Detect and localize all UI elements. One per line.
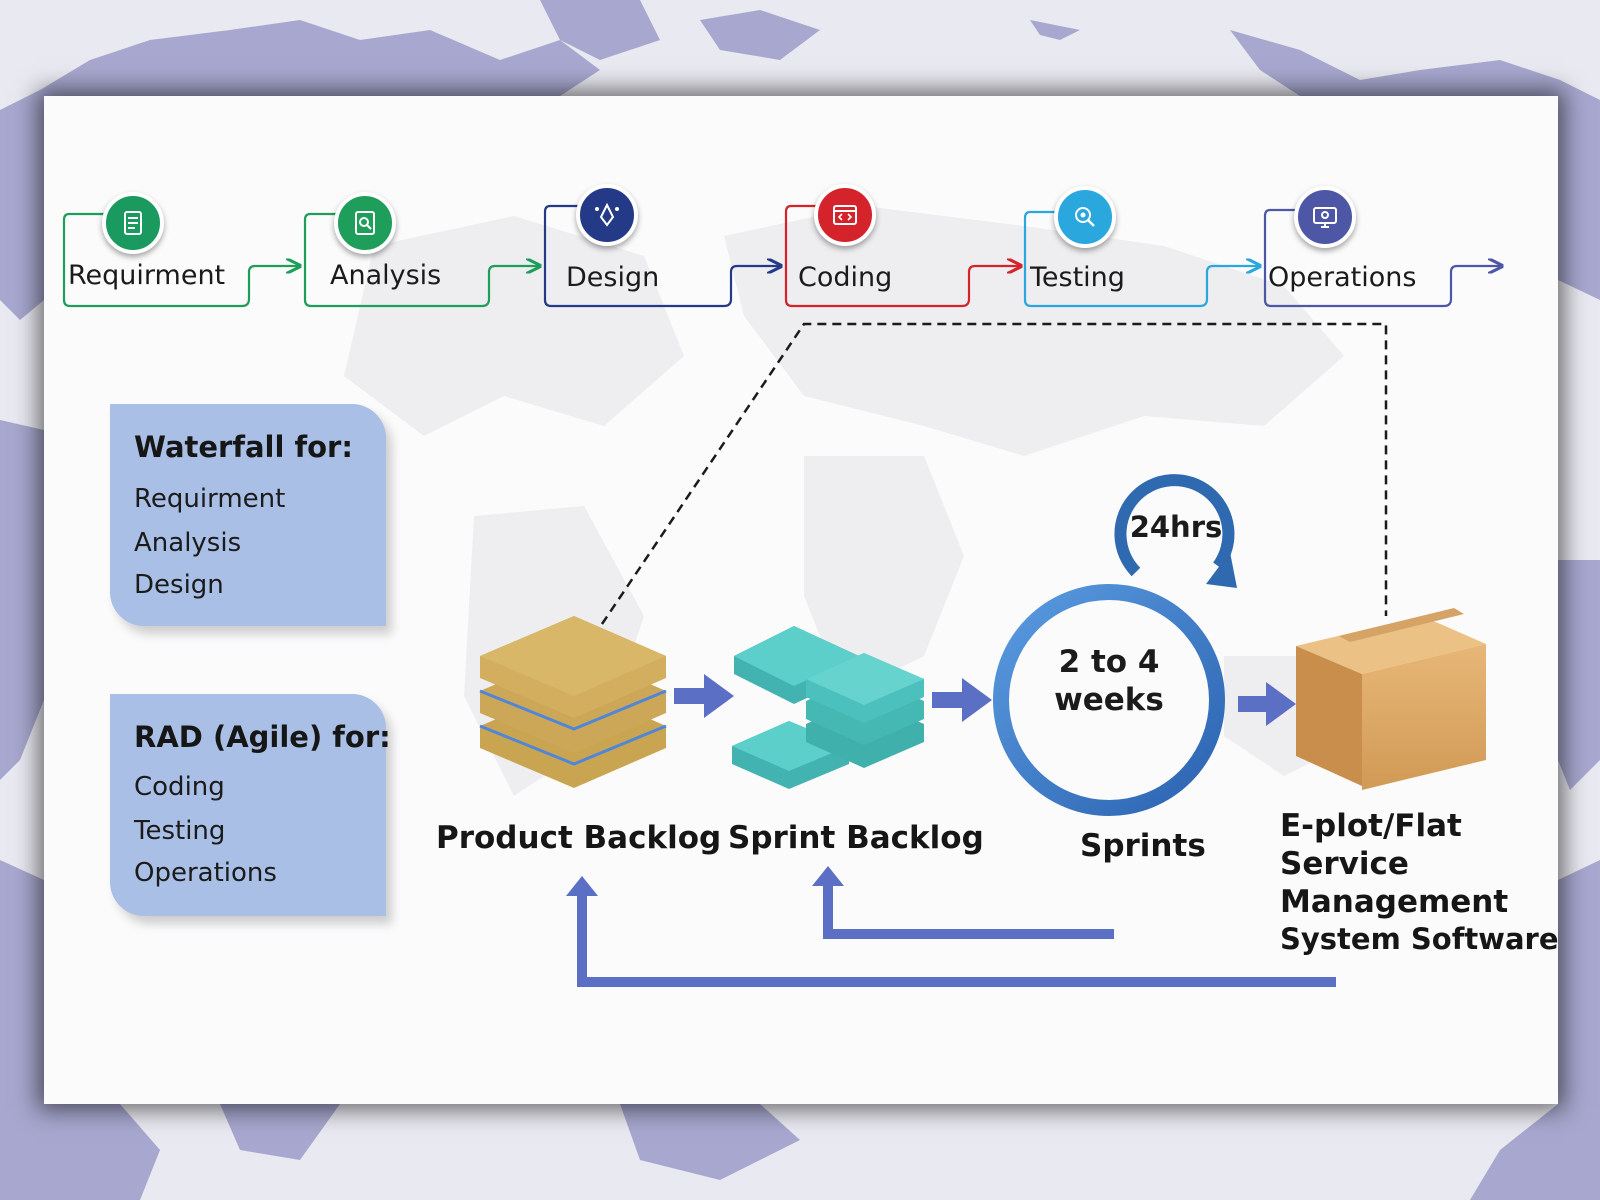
feedback-arrows (577, 882, 1336, 987)
output-line: Service (1280, 846, 1409, 882)
waterfall-item: Analysis (134, 528, 242, 558)
waterfall-item: Design (134, 570, 224, 600)
waterfall-title: Waterfall for: (134, 430, 353, 464)
monitor-settings-icon (1313, 207, 1337, 228)
sprint-backlog-label: Sprint Backlog (728, 820, 984, 856)
stage-requirment-label: Requirment (68, 260, 226, 291)
output-line: System Software (1280, 922, 1559, 956)
agile-panel: RAD (Agile) for: Coding Testing Operatio… (110, 694, 391, 916)
agile-item: Testing (134, 816, 226, 846)
document-icon (124, 211, 142, 235)
stage-design-badge (576, 184, 638, 246)
cycle-duration-line1: 2 to 4 (1058, 644, 1160, 680)
stage-analysis-label: Analysis (330, 260, 442, 291)
search-document-icon (355, 211, 375, 235)
stage-coding-badge (814, 184, 876, 246)
agile-title: RAD (Agile) for: (134, 720, 391, 754)
agile-item: Coding (134, 772, 225, 802)
stage-operations-label: Operations (1268, 262, 1417, 293)
sprints-label: Sprints (1080, 828, 1206, 864)
stage-coding-label: Coding (798, 262, 893, 293)
daily-cycle-label: 24hrs (1129, 510, 1223, 544)
stage-testing-label: Testing (1030, 262, 1125, 293)
stage-testing-badge (1054, 186, 1116, 248)
agile-scope-dashed-line (600, 322, 1388, 625)
stage-design-label: Design (566, 262, 660, 293)
sprint-backlog-icon (732, 626, 924, 789)
bug-search-icon (1075, 207, 1095, 227)
waterfall-panel: Waterfall for: Requirment Analysis Desig… (110, 404, 386, 626)
pen-tool-icon (595, 202, 619, 227)
output-line: Management (1280, 884, 1509, 920)
stage-analysis-badge (334, 192, 396, 254)
daily-cycle-arrow (1114, 474, 1235, 577)
sprint-cycle-ring (993, 584, 1225, 816)
agile-item: Operations (134, 858, 277, 888)
product-backlog-icon (479, 616, 667, 788)
delivered-product-box-icon (1296, 608, 1486, 790)
output-line: E-plot/Flat (1280, 808, 1462, 844)
diagram-canvas (62, 204, 1558, 987)
stage-requirment-badge (102, 192, 164, 254)
diagram-card: Requirment Analysis Design Coding Testin… (44, 96, 1559, 1104)
flow-arrows (674, 674, 1296, 726)
stage-operations-badge (1294, 186, 1356, 248)
cycle-duration-line2: weeks (1054, 682, 1164, 718)
product-backlog-label: Product Backlog (436, 820, 722, 856)
waterfall-item: Requirment (134, 484, 286, 514)
code-window-icon (833, 205, 857, 225)
